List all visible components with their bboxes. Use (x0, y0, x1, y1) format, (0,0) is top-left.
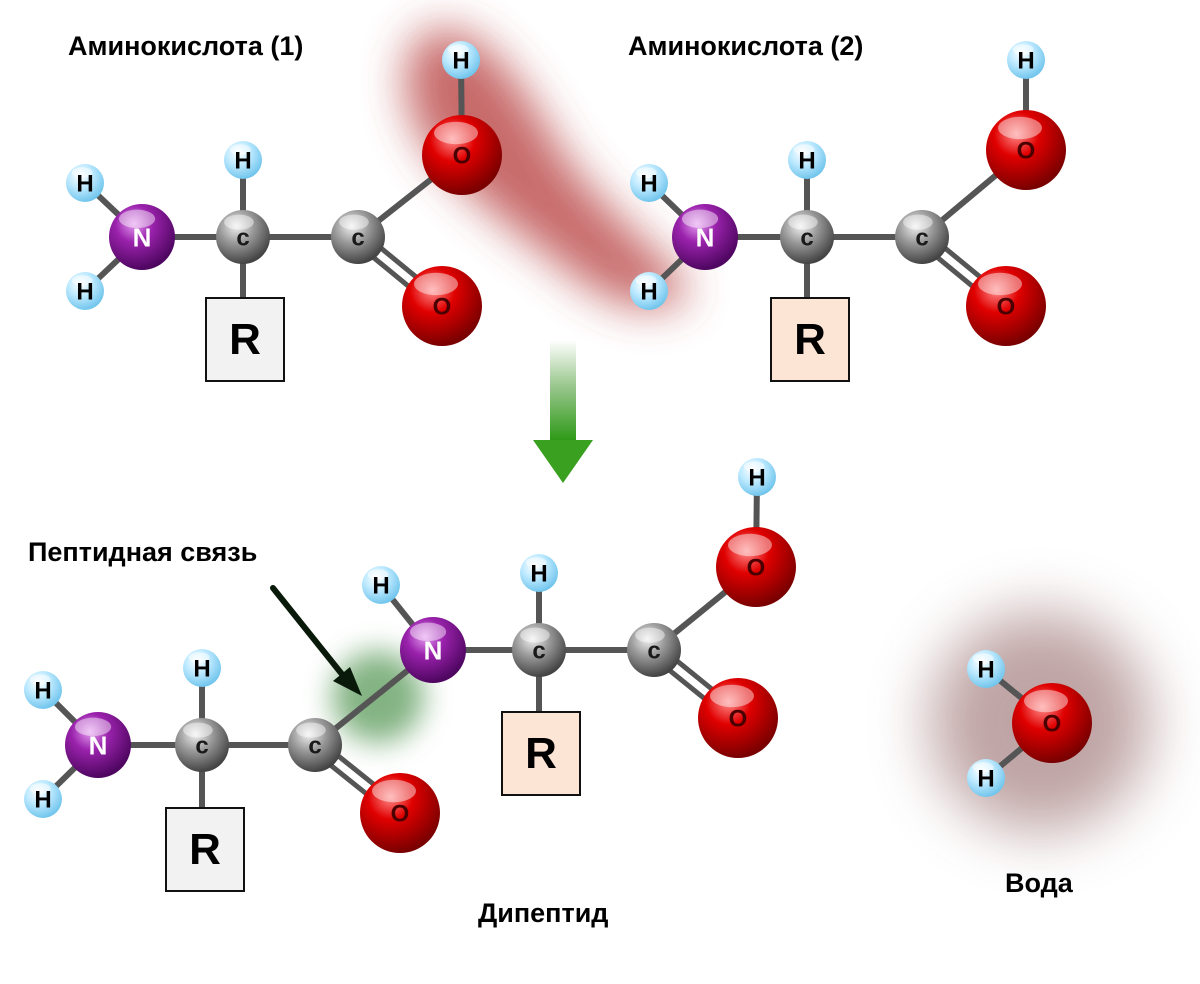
hydrogen-atom: H (738, 458, 776, 496)
amino-acid-1-label: Аминокислота (1) (68, 31, 303, 61)
oxygen-atom: O (986, 110, 1066, 190)
hydrogen-atom: H (66, 164, 104, 202)
hydrogen-atom: H (967, 650, 1005, 688)
atom-symbol: H (452, 48, 469, 75)
r-group-box-dipeptide-2: R (501, 711, 581, 796)
r-group-label: R (189, 825, 221, 874)
carbon-atom: c (175, 718, 229, 772)
oxygen-atom: O (1012, 683, 1092, 763)
oxygen-atom: O (402, 266, 482, 346)
oxygen-atom: O (360, 773, 440, 853)
hydrogen-atom: H (967, 759, 1005, 797)
r-groups: R R R R (165, 297, 850, 892)
atom-symbol: O (729, 706, 748, 733)
atom-symbol: c (647, 638, 660, 665)
nitrogen-atom: N (400, 617, 466, 683)
oxygen-atom: O (966, 266, 1046, 346)
nitrogen-atom: N (109, 204, 175, 270)
atom-symbol: c (236, 225, 249, 252)
carbon-atom: c (780, 210, 834, 264)
hydrogen-atom: H (788, 141, 826, 179)
reaction-arrow (533, 340, 593, 483)
atom-symbol: N (696, 222, 715, 252)
hydrogen-atom: H (362, 566, 400, 604)
carbon-atom: c (331, 210, 385, 264)
atom-symbol: O (1017, 138, 1036, 165)
atom-symbol: c (195, 733, 208, 760)
r-group-label: R (229, 315, 261, 364)
hydrogen-atom: H (24, 780, 62, 818)
atom-symbol: H (193, 656, 210, 683)
peptide-bond-label: Пептидная связь (28, 537, 257, 567)
atom-symbol: c (915, 225, 928, 252)
atom-symbol: H (748, 465, 765, 492)
atom-symbol: H (76, 279, 93, 306)
atom-symbol: N (424, 635, 443, 665)
atom-symbol: O (391, 801, 410, 828)
hydrogen-atom: H (224, 141, 262, 179)
atom-symbol: H (372, 573, 389, 600)
hydrogen-atom: H (630, 164, 668, 202)
carbon-atom: c (627, 623, 681, 677)
atom-symbol: c (308, 733, 321, 760)
carbon-atom: c (288, 718, 342, 772)
atom-symbol: H (76, 171, 93, 198)
r-group-box-1: R (205, 297, 285, 382)
peptide-bond-pointer-arrow (270, 585, 362, 696)
hydrogen-atom: H (442, 41, 480, 79)
nitrogen-atom: N (65, 712, 131, 778)
atom-symbol: H (977, 766, 994, 793)
carbon-atom: c (512, 623, 566, 677)
atom-symbol: H (234, 148, 251, 175)
atom-symbol: H (977, 657, 994, 684)
removed-oh-h-glow (405, 28, 690, 309)
carbon-atom: c (216, 210, 270, 264)
atom-symbol: N (133, 222, 152, 252)
atom-symbol: c (351, 225, 364, 252)
atom-symbol: O (1043, 711, 1062, 738)
atom-symbol: H (798, 148, 815, 175)
dipeptide-label: Дипептид (478, 898, 608, 928)
hydrogen-atom: H (66, 272, 104, 310)
atom-symbol: H (1017, 48, 1034, 75)
r-group-label: R (525, 729, 557, 778)
oxygen-atom: O (422, 115, 502, 195)
atom-symbol: H (640, 171, 657, 198)
hydrogen-atom: H (520, 554, 558, 592)
atom-symbol: H (34, 678, 51, 705)
atom-symbol: H (34, 787, 51, 814)
atom-symbol: H (530, 561, 547, 588)
carbon-atom: c (895, 210, 949, 264)
hydrogen-atom: H (1007, 41, 1045, 79)
r-group-label: R (794, 315, 826, 364)
atom-symbol: O (433, 294, 452, 321)
r-group-box-dipeptide-1: R (165, 807, 245, 892)
atom-symbol: c (532, 638, 545, 665)
hydrogen-atom: H (24, 671, 62, 709)
atom-symbol: O (453, 143, 472, 170)
atom-symbol: O (997, 294, 1016, 321)
hydrogen-atom: H (183, 649, 221, 687)
oxygen-atom: O (698, 678, 778, 758)
atom-symbol: c (800, 225, 813, 252)
nitrogen-atom: N (672, 204, 738, 270)
hydrogen-atom: H (630, 272, 668, 310)
atom-symbol: N (89, 730, 108, 760)
atom-symbol: O (747, 555, 766, 582)
atom-symbol: H (640, 279, 657, 306)
oxygen-atom: O (716, 527, 796, 607)
amino-acid-2-label: Аминокислота (2) (628, 31, 863, 61)
water-label: Вода (1005, 868, 1074, 898)
r-group-box-2: R (770, 297, 850, 382)
